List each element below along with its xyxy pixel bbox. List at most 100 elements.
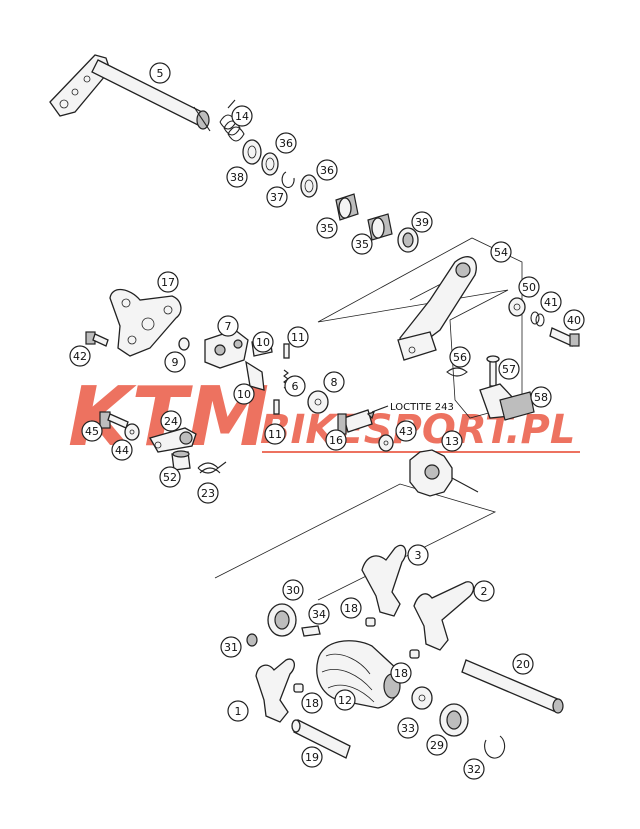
part-stop-bolt-16 — [337, 405, 389, 435]
callout-c29: 29 — [426, 734, 448, 756]
callout-c42: 42 — [69, 345, 91, 367]
callout-number: 42 — [73, 350, 87, 363]
callout-circle — [512, 653, 534, 675]
callout-number: 18 — [305, 697, 319, 710]
callout-number: 16 — [329, 434, 343, 447]
callout-c19: 19 — [301, 746, 323, 768]
callout-circle — [308, 603, 330, 625]
callout-number: 18 — [344, 602, 358, 615]
callout-circle — [316, 159, 338, 181]
callout-circle — [226, 166, 248, 188]
callout-number: 40 — [567, 314, 581, 327]
callout-number: 19 — [305, 751, 319, 764]
callout-circle — [266, 186, 288, 208]
callout-c11b: 11 — [264, 423, 286, 445]
callout-c13: 13 — [441, 430, 463, 452]
callout-number: 12 — [338, 694, 352, 707]
part-shift-drum — [316, 640, 401, 709]
callout-circle — [301, 692, 323, 714]
callout-number: 1 — [235, 705, 242, 718]
callout-c44: 44 — [111, 439, 133, 461]
callout-circle — [264, 423, 286, 445]
callout-c6: 6 — [284, 375, 306, 397]
part-shift-fork-2 — [413, 581, 475, 651]
callout-c9: 9 — [164, 351, 186, 373]
callout-circle — [197, 482, 219, 504]
part-drum-bearing-30 — [267, 603, 297, 637]
callout-circle — [157, 271, 179, 293]
part-seal-39 — [397, 227, 419, 253]
callout-circle — [563, 309, 585, 331]
callout-circle — [463, 758, 485, 780]
callout-number: 50 — [522, 281, 536, 294]
part-screw-31 — [246, 633, 258, 647]
callout-c3: 3 — [407, 544, 429, 566]
callout-c34: 34 — [308, 603, 330, 625]
part-shift-rail-20 — [461, 659, 564, 714]
callout-c18c: 18 — [301, 692, 323, 714]
part-lever-pin-assembly — [446, 355, 535, 421]
callout-circle — [390, 662, 412, 684]
part-shift-arm-24 — [149, 427, 197, 453]
callout-number: 58 — [534, 391, 548, 404]
callout-circle — [473, 580, 495, 602]
callout-circle — [160, 410, 182, 432]
callout-c12: 12 — [334, 689, 356, 711]
callout-circle — [282, 579, 304, 601]
callout-number: 9 — [172, 356, 179, 369]
callout-number: 43 — [399, 425, 413, 438]
callout-c2: 2 — [473, 580, 495, 602]
callout-c50: 50 — [518, 276, 540, 298]
callout-circle — [164, 351, 186, 373]
part-washer-8 — [307, 390, 329, 414]
callout-number: 11 — [268, 428, 282, 441]
part-shift-fork-1 — [255, 658, 296, 723]
callout-number: 37 — [270, 191, 284, 204]
callout-number: 36 — [320, 164, 334, 177]
callout-number: 18 — [394, 667, 408, 680]
loctite-label: LOCTITE 243 — [390, 402, 454, 413]
callout-c8: 8 — [323, 371, 345, 393]
callout-number: 57 — [502, 363, 516, 376]
callout-circle — [397, 717, 419, 739]
part-bolt-42 — [85, 331, 109, 347]
part-lever-fasteners — [508, 297, 580, 347]
callout-number: 23 — [201, 487, 215, 500]
callout-circle — [159, 466, 181, 488]
callout-circle — [284, 375, 306, 397]
callout-circle — [252, 331, 274, 353]
part-shift-lever — [397, 256, 477, 361]
callout-circle — [275, 132, 297, 154]
callout-circle — [411, 211, 433, 233]
part-shift-fork-3 — [361, 544, 407, 617]
part-spring-23 — [197, 461, 227, 474]
callout-number: 34 — [312, 608, 326, 621]
callout-c30: 30 — [282, 579, 304, 601]
callout-c24: 24 — [160, 410, 182, 432]
part-shift-pawl — [178, 329, 249, 369]
callout-circle — [351, 233, 373, 255]
part-needle-bearings — [335, 193, 393, 241]
part-washer-43 — [378, 434, 394, 452]
loctite-note: LOCTITE 243 — [390, 402, 454, 413]
callout-number: 2 — [481, 585, 488, 598]
callout-circle — [217, 315, 239, 337]
callout-number: 35 — [320, 222, 334, 235]
callout-circle — [149, 62, 171, 84]
callout-c14: 14 — [231, 105, 253, 127]
callout-c32: 32 — [463, 758, 485, 780]
callout-c35b: 35 — [351, 233, 373, 255]
callout-number: 6 — [292, 380, 299, 393]
callout-number: 32 — [467, 763, 481, 776]
callout-number: 35 — [355, 238, 369, 251]
callout-circle — [81, 420, 103, 442]
callout-c33: 33 — [397, 717, 419, 739]
callout-circle — [498, 358, 520, 380]
callout-c1: 1 — [227, 700, 249, 722]
callout-number: 33 — [401, 722, 415, 735]
part-pin-34 — [301, 625, 321, 637]
callout-c40: 40 — [563, 309, 585, 331]
callout-number: 3 — [415, 549, 422, 562]
callout-c10b: 10 — [233, 383, 255, 405]
callout-c39: 39 — [411, 211, 433, 233]
